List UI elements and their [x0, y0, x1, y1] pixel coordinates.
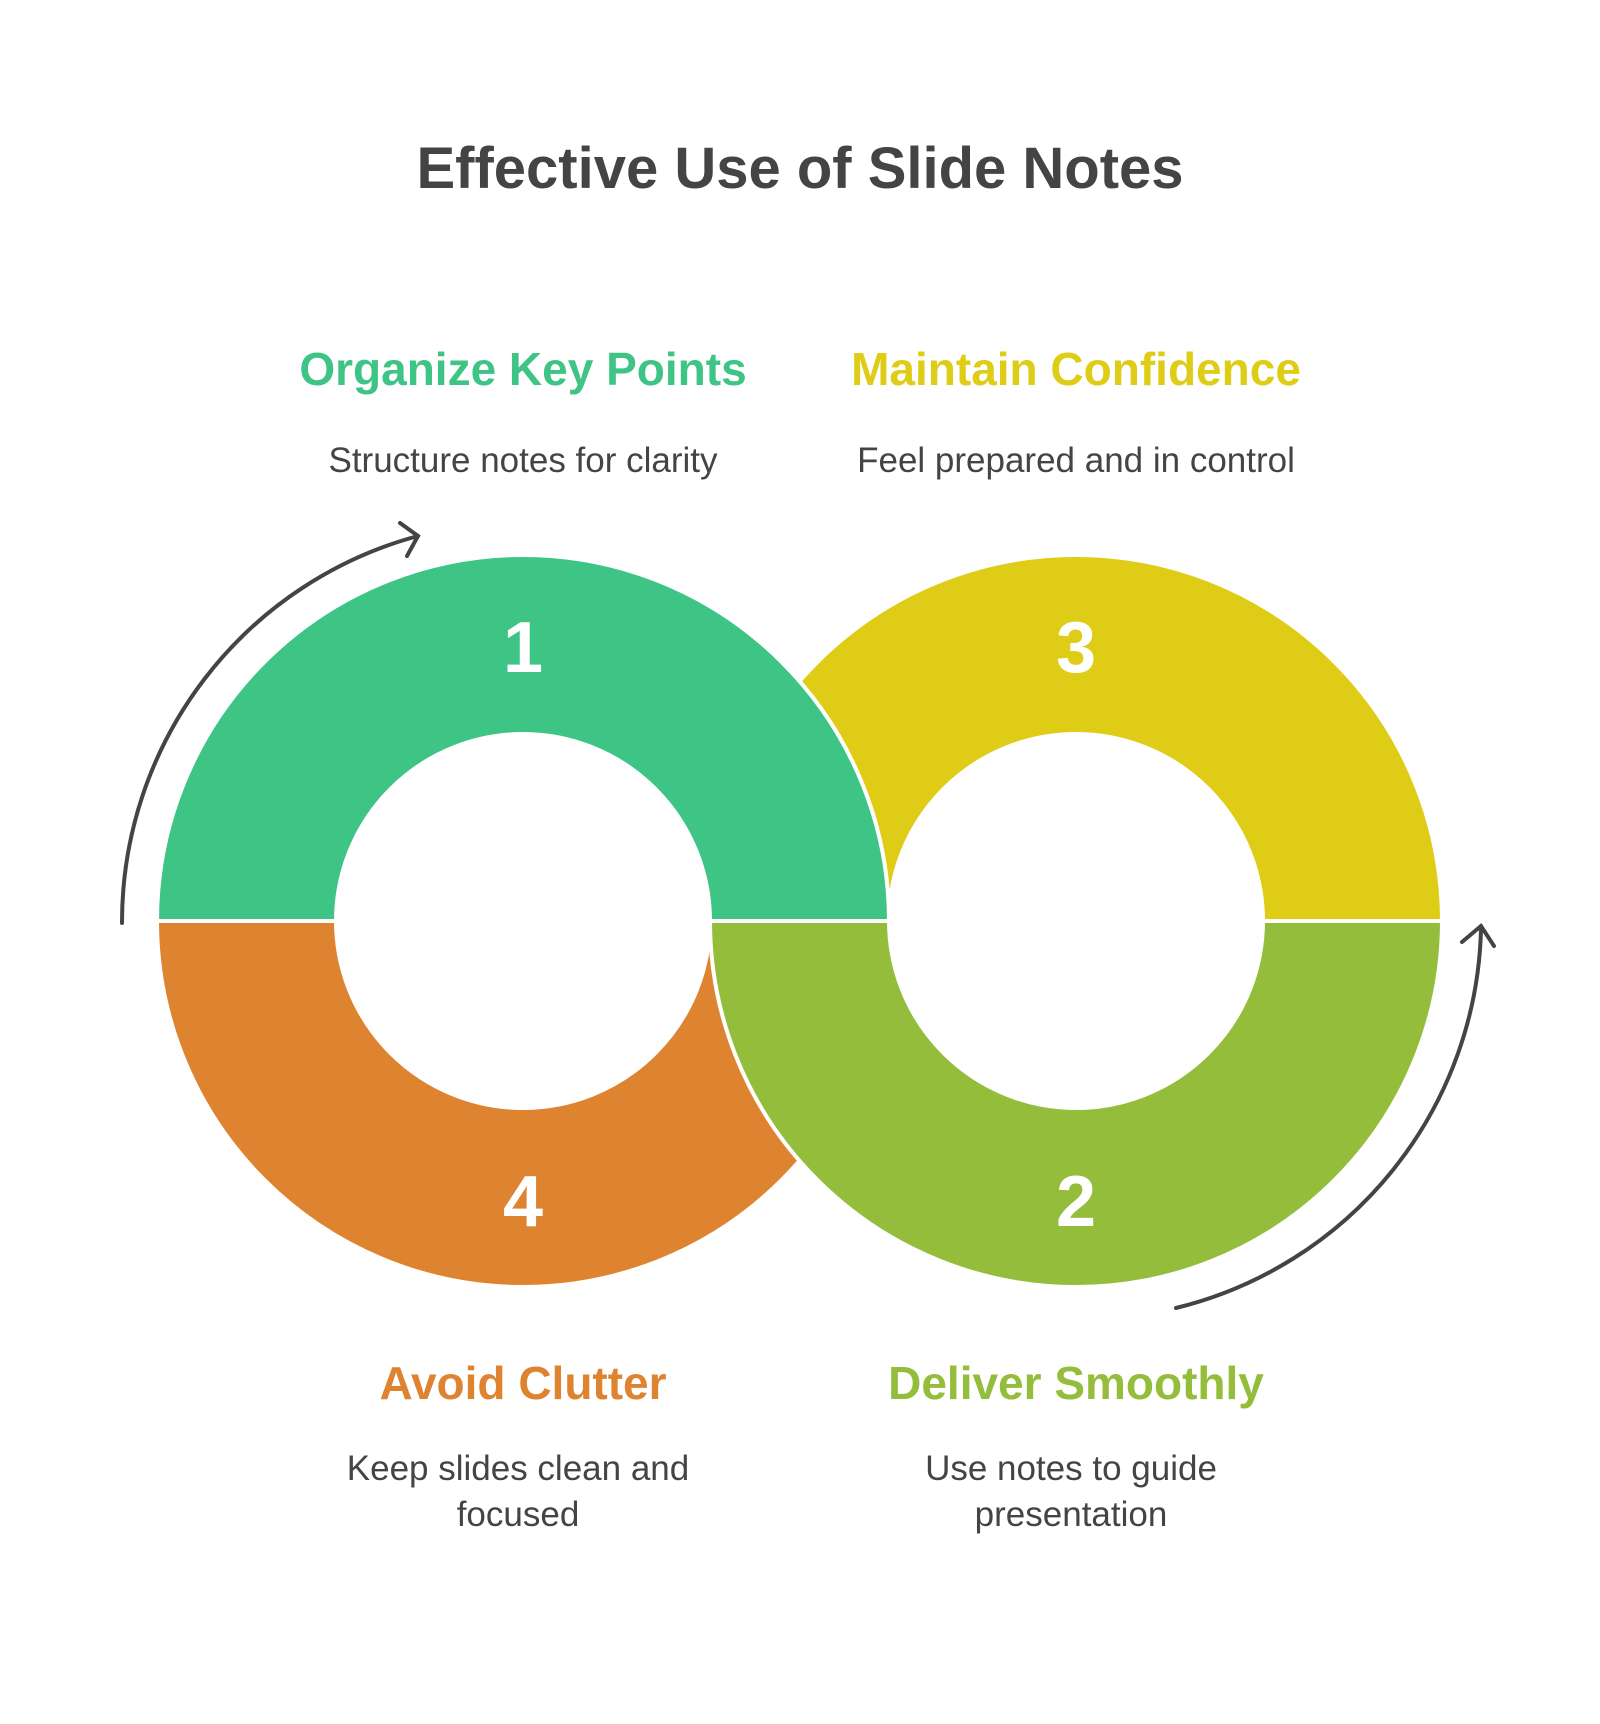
- step-4-description: Keep slides clean and focused: [347, 1446, 689, 1538]
- step-2-description: Use notes to guide presentation: [925, 1446, 1217, 1538]
- step-1-description: Structure notes for clarity: [328, 441, 718, 480]
- step-number-3: 3: [1056, 608, 1096, 688]
- step-number-4: 4: [503, 1162, 543, 1242]
- step-3-description: Feel prepared and in control: [857, 441, 1295, 480]
- segment-1: [154, 553, 892, 923]
- step-number-2: 2: [1056, 1162, 1096, 1242]
- step-2-description-line: presentation: [974, 1495, 1168, 1534]
- step-4-description-line: focused: [456, 1495, 580, 1534]
- step-number-1: 1: [503, 608, 543, 688]
- step-2-heading: Deliver Smoothly: [888, 1357, 1264, 1409]
- step-3-heading: Maintain Confidence: [851, 343, 1301, 395]
- segment-3: [707, 553, 1445, 923]
- cycle-arrow-right: [1174, 923, 1496, 1310]
- step-4-heading: Avoid Clutter: [379, 1357, 667, 1409]
- step-4-description-line: Keep slides clean and: [346, 1449, 690, 1488]
- step-2-description-line: Use notes to guide: [925, 1449, 1217, 1488]
- cycle-arrow-left: [119, 521, 421, 925]
- step-1-heading: Organize Key Points: [299, 343, 747, 395]
- page-title: Effective Use of Slide Notes: [416, 136, 1184, 201]
- segment-2: [707, 919, 1445, 1289]
